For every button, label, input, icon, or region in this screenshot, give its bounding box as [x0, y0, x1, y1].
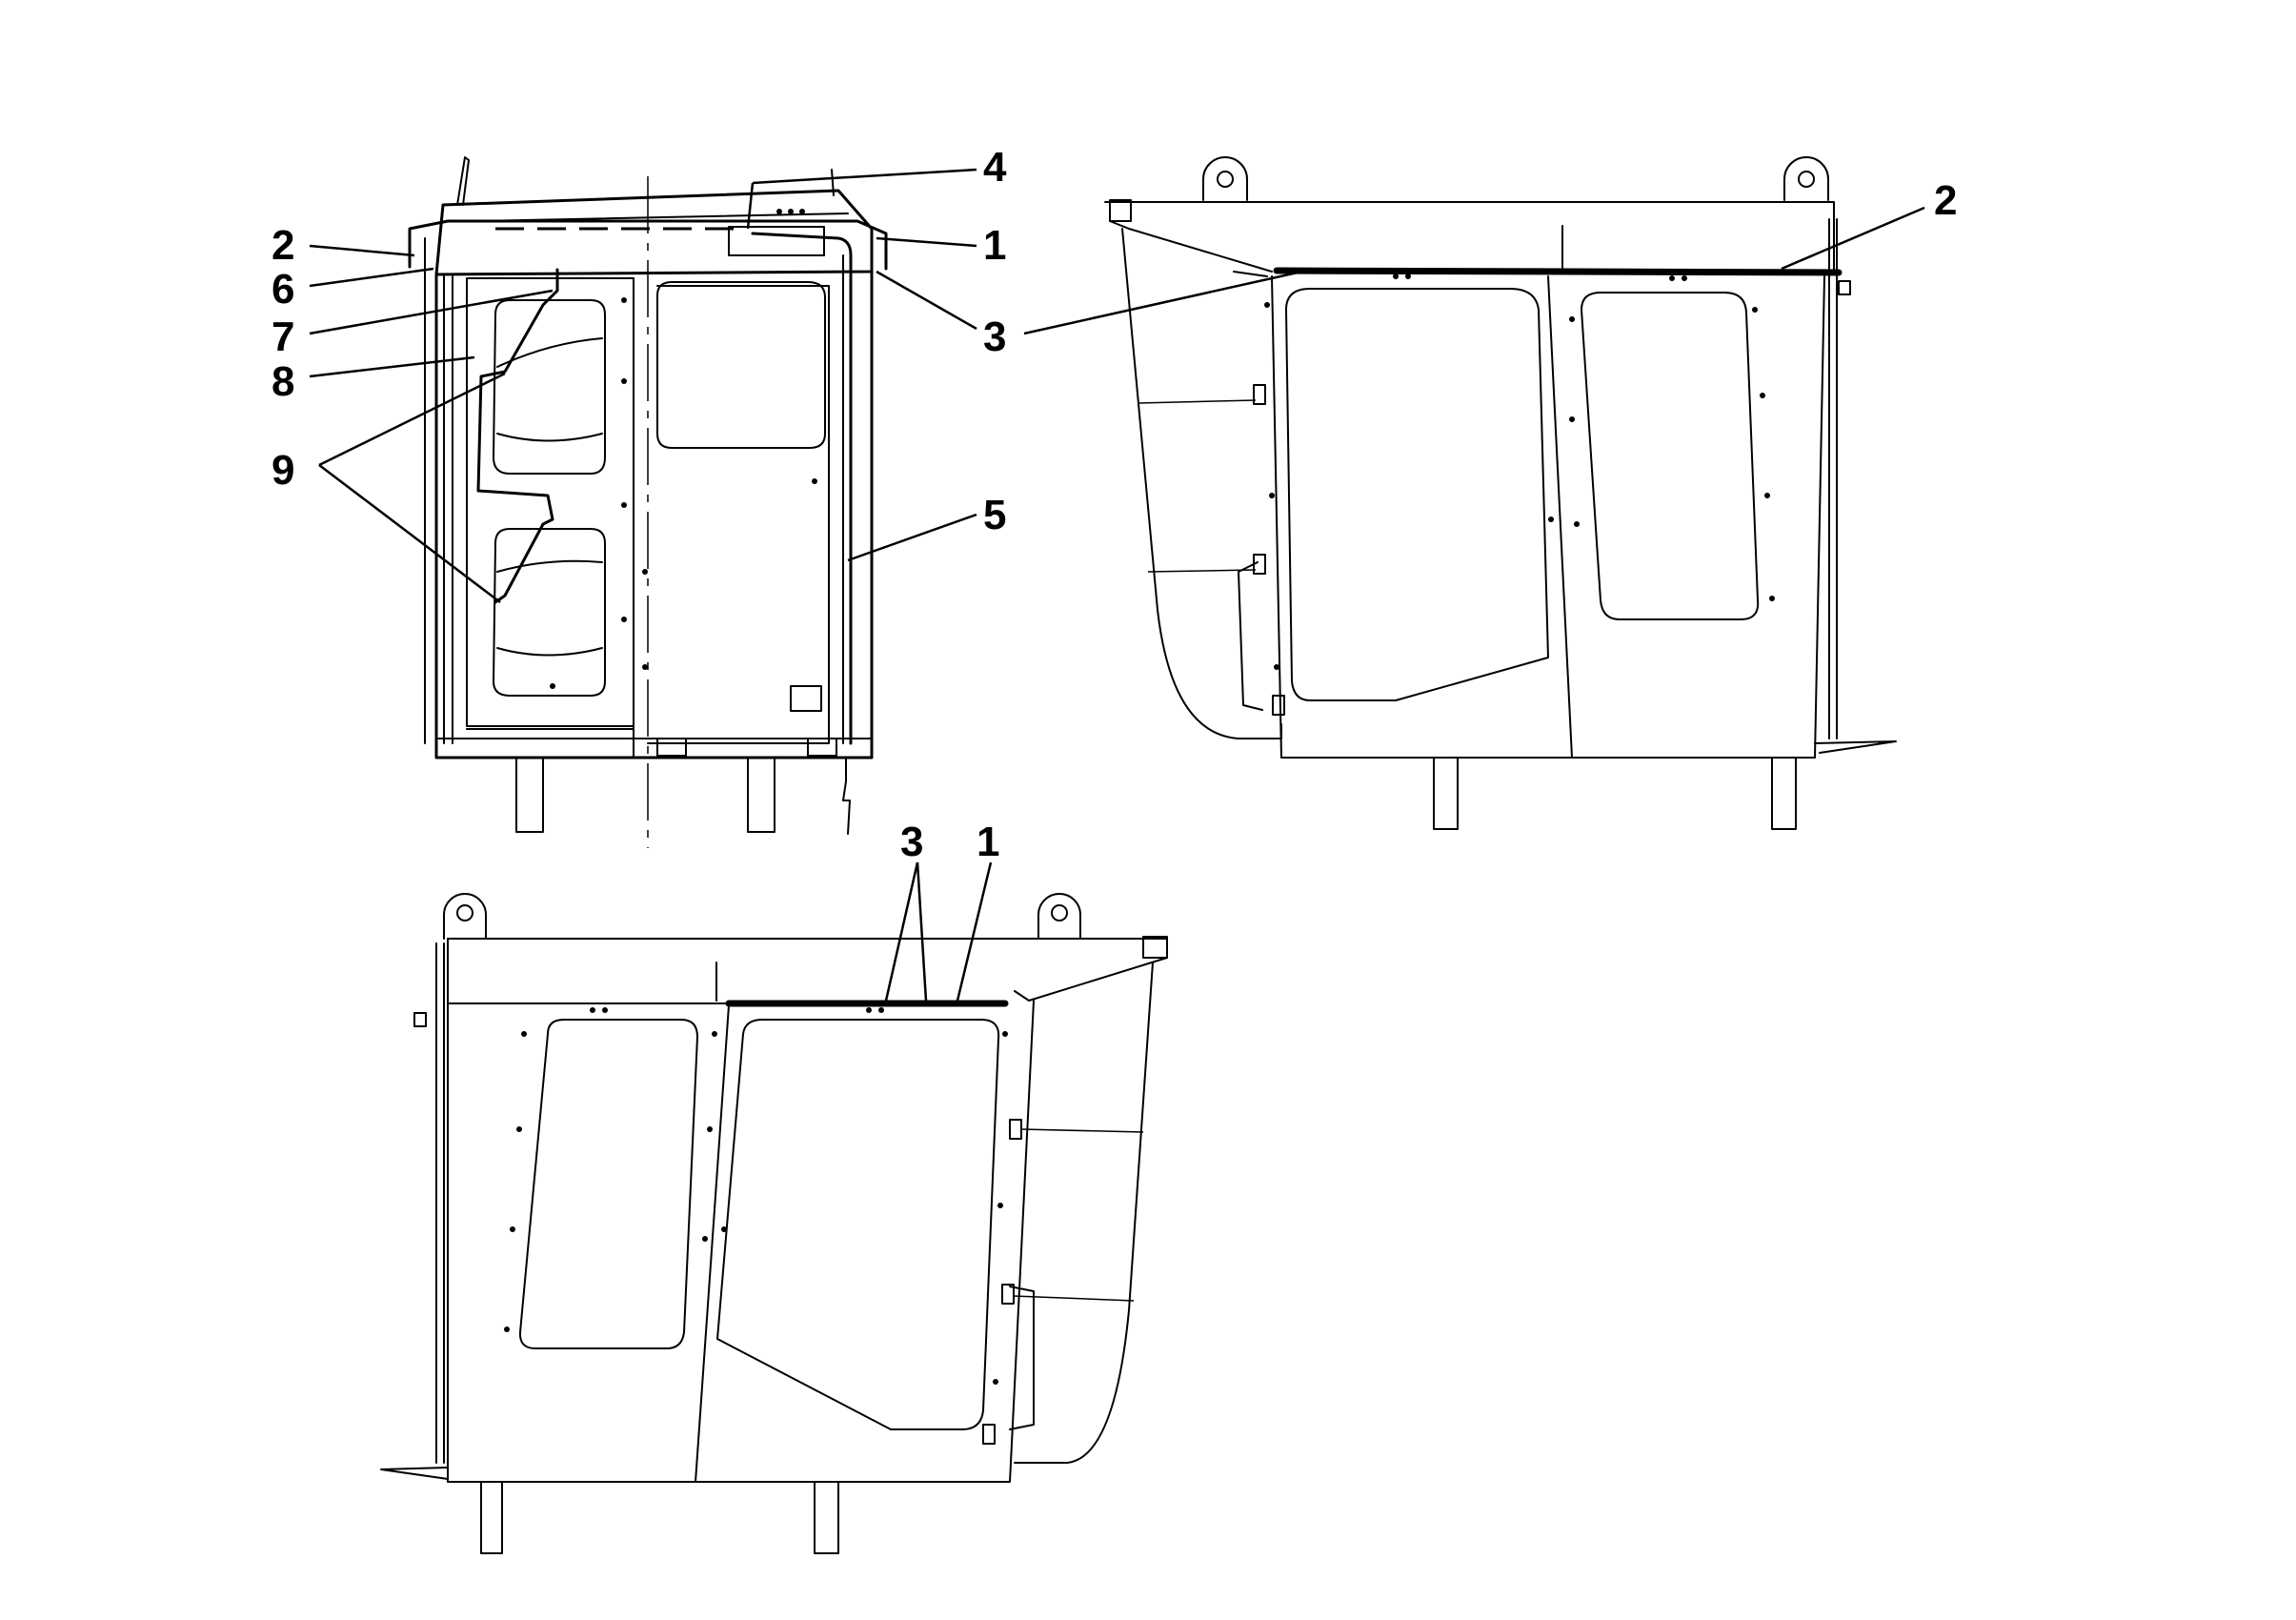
left-window-upper: [493, 299, 606, 475]
cab-leg: [747, 757, 775, 833]
cab-leg: [814, 1481, 839, 1554]
callout-3: 3: [900, 819, 923, 865]
cab-right-view: [1104, 156, 1897, 830]
callout-9: 9: [272, 447, 294, 494]
callout-7: 7: [272, 314, 294, 360]
roof-tube: [1273, 267, 1843, 276]
cab-leg: [1771, 757, 1797, 830]
door-window: [716, 1019, 1000, 1430]
rear-window: [518, 1019, 698, 1349]
callout-8: 8: [272, 358, 294, 405]
cab-left-view: [380, 893, 1168, 1554]
callout-6: 6: [272, 266, 294, 313]
antenna: [456, 156, 470, 206]
grab-handle-tube: [476, 268, 559, 604]
left-view-callouts: 3 1: [884, 819, 999, 1002]
cab-body: [434, 270, 874, 759]
callout-1: 1: [977, 819, 999, 865]
callout-2: 2: [272, 222, 294, 269]
door-window: [1285, 288, 1549, 701]
callout-3: 3: [983, 314, 1006, 360]
callout-4: 4: [983, 144, 1007, 191]
wiring-harness: [751, 232, 853, 745]
right-view-callouts: 2: [1781, 177, 1957, 271]
callout-2: 2: [1934, 177, 1957, 224]
cab-body: [1271, 275, 1825, 759]
callout-1: 1: [983, 222, 1006, 269]
door-window: [656, 281, 826, 449]
left-window-lower: [493, 528, 606, 697]
roof-panel: [434, 189, 874, 276]
leader-3-to-right-view: [1023, 267, 1316, 335]
cab-body: [447, 1000, 1035, 1483]
front-view-callouts: 4 2 1 6 3 7 8 9 5: [272, 144, 1007, 603]
cab-front-view: [408, 156, 888, 848]
cab-leg: [480, 1481, 503, 1554]
roof-box: [728, 226, 825, 256]
cab-leg: [1433, 757, 1459, 830]
callout-5: 5: [983, 492, 1006, 538]
cab-leg: [515, 757, 544, 833]
step-plate: [790, 685, 822, 712]
rear-window: [1581, 292, 1760, 620]
